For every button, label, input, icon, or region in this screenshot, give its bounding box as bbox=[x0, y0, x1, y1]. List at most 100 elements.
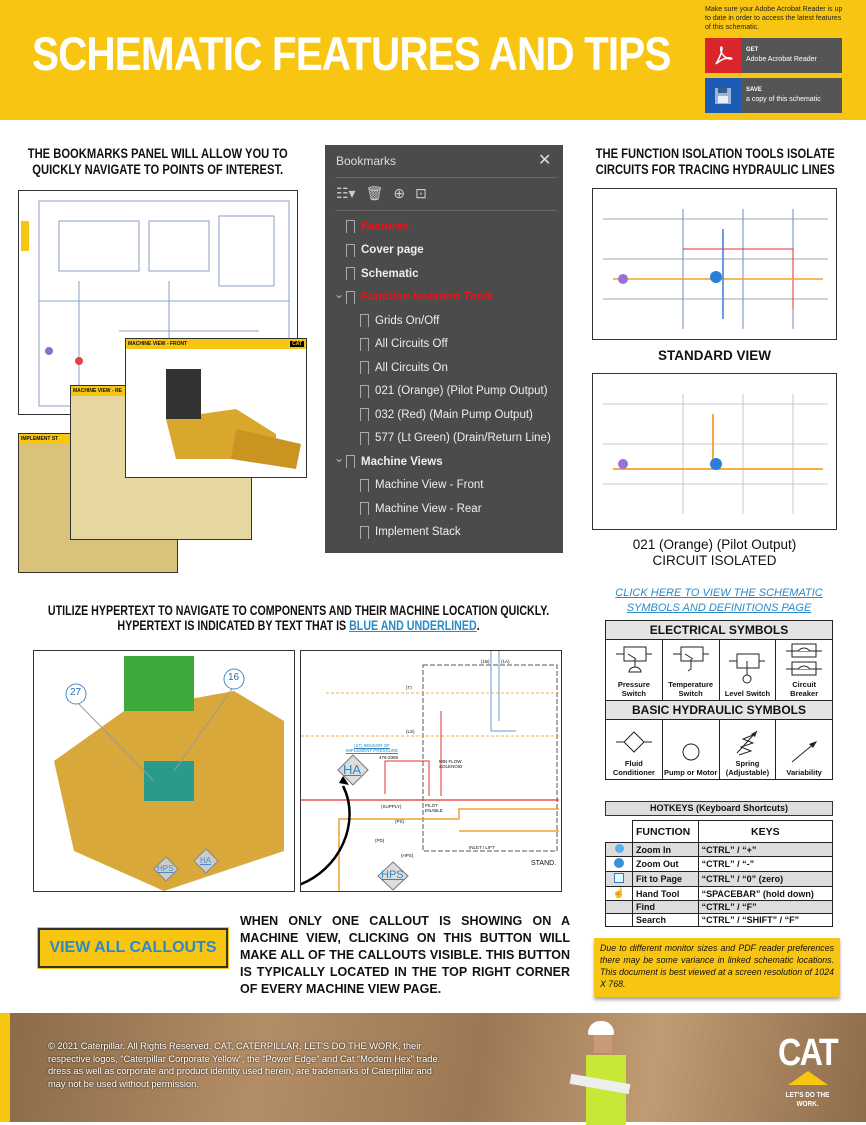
bookmark-icon bbox=[360, 431, 369, 445]
pilot-label: PILOT ENABLE bbox=[425, 803, 443, 813]
close-icon[interactable]: ✕ bbox=[538, 152, 552, 169]
adobe-pdf-icon bbox=[705, 38, 741, 73]
chevron-down-icon[interactable]: ⌄ bbox=[334, 286, 345, 301]
hotkey-keys: “SPACEBAR” (hold down) bbox=[697, 886, 834, 901]
symbol-spring-adjustable-icon bbox=[721, 727, 775, 759]
hotkey-function: Zoom In bbox=[632, 842, 699, 857]
bookmark-label: Cover page bbox=[361, 244, 424, 256]
delete-bookmark-icon[interactable]: 🗑 bbox=[365, 185, 384, 201]
acrobat-note: Make sure your Adobe Acrobat Reader is u… bbox=[705, 6, 843, 31]
blue-underlined-example-link[interactable]: BLUE AND UNDERLINED bbox=[349, 618, 477, 633]
bookmark-item[interactable]: Machine View - Front bbox=[360, 478, 483, 492]
hotkey-keys: “CTRL” / “SHIFT” / “F” bbox=[697, 913, 834, 927]
symbol-pressure-switchicon bbox=[607, 642, 661, 680]
bookmark-item[interactable]: Schematic bbox=[346, 267, 419, 280]
tag-hps[interactable]: HPS bbox=[157, 864, 174, 873]
bookmark-item[interactable]: 577 (Lt Green) (Drain/Return Line) bbox=[360, 431, 551, 445]
hydraulic-symbol-cell: Variability bbox=[775, 719, 833, 780]
bookmark-item[interactable]: ⌄Machine Views bbox=[334, 451, 443, 468]
electrical-symbol-cell: Pressure Switch bbox=[605, 639, 663, 701]
1a-label: (1A) bbox=[501, 659, 510, 664]
new-bookmark-icon[interactable]: ⊕ bbox=[393, 185, 406, 201]
bookmark-icon bbox=[360, 525, 369, 539]
bookmark-item[interactable]: All Circuits On bbox=[360, 361, 448, 374]
save-small: SAVE bbox=[746, 87, 762, 93]
bookmark-icon bbox=[360, 384, 369, 398]
part-number: 476-3369 bbox=[379, 755, 399, 760]
hotkey-keys: “CTRL” / “0” (zero) bbox=[697, 871, 834, 887]
blank-cell bbox=[605, 900, 633, 914]
hydraulic-symbols-title: BASIC HYDRAULIC SYMBOLS bbox=[605, 700, 833, 720]
heading-end: . bbox=[476, 618, 480, 633]
cat-tagline: LET'S DO THE WORK. bbox=[785, 1090, 830, 1108]
hydraulic-schematic-image: HA HPS (27) SENSOR OF IMPLEMENT PRESSURE… bbox=[300, 650, 562, 892]
callouts-description: WHEN ONLY ONE CALLOUT IS SHOWING ON A MA… bbox=[240, 914, 570, 996]
symbol-label: Pump or Motor bbox=[663, 768, 718, 777]
bookmark-item[interactable]: 021 (Orange) (Pilot Pump Output) bbox=[360, 384, 548, 398]
icon-header bbox=[605, 820, 633, 843]
1b-label: (1B) bbox=[481, 659, 490, 664]
ls-label: (LS) bbox=[406, 729, 415, 734]
view-all-callouts-button[interactable]: VIEW ALL CALLOUTS bbox=[37, 927, 229, 969]
bookmark-item[interactable]: 032 (Red) (Main Pump Output) bbox=[360, 408, 533, 421]
symbol-label: Variability bbox=[786, 768, 822, 777]
cat-logo: CAT LET'S DO THE WORK. bbox=[770, 1034, 845, 1108]
bookmark-item[interactable]: Implement Stack bbox=[360, 525, 461, 539]
bookmark-item[interactable]: Grids On/Off bbox=[360, 314, 439, 327]
bookmark-item[interactable]: ⌄Function Isolation Tools bbox=[334, 287, 493, 304]
hotkey-row: Zoom In“CTRL” / “+” bbox=[605, 842, 834, 857]
electrical-symbol-cell: Level Switch bbox=[718, 639, 777, 701]
bookmark-item[interactable]: Cover page bbox=[346, 243, 424, 257]
bookmark-item[interactable]: All Circuits Off bbox=[360, 337, 448, 351]
hotkey-function: Search bbox=[632, 913, 699, 927]
symbol-label: Temperature Switch bbox=[668, 680, 714, 698]
callout-16[interactable]: 16 bbox=[228, 672, 240, 683]
bookmark-icon bbox=[346, 220, 355, 233]
options-menu-icon[interactable]: ☷▾ bbox=[336, 185, 356, 201]
symbol-fluid-conditionericon bbox=[607, 727, 661, 759]
keys-header: KEYS bbox=[697, 820, 834, 843]
panel-divider bbox=[335, 210, 557, 211]
collage-label: MACHINE VIEW - FRONT bbox=[128, 341, 188, 347]
schematic-ha-link[interactable]: HA bbox=[343, 762, 362, 777]
bookmark-icon bbox=[360, 337, 369, 351]
bookmark-from-selection-icon[interactable]: ⊡ bbox=[415, 185, 427, 201]
hand-icon: ☝ bbox=[605, 886, 633, 901]
hydraulic-symbol-cell: Fluid Conditioner bbox=[605, 719, 663, 780]
schematic-hps-link[interactable]: HPS bbox=[381, 869, 404, 881]
bookmark-label: 021 (Orange) (Pilot Pump Output) bbox=[375, 385, 548, 397]
sensor-link[interactable]: (27) SENSOR OF IMPLEMENT PRESSURE bbox=[345, 743, 399, 753]
bookmarks-toolbar: ☷▾ 🗑 ⊕ ⊡ bbox=[336, 185, 427, 202]
bookmarks-title: Bookmarks bbox=[336, 154, 397, 168]
bookmark-icon bbox=[360, 408, 369, 421]
get-small: GET bbox=[746, 47, 759, 53]
bookmark-item[interactable]: Machine View - Rear bbox=[360, 502, 482, 515]
bookmark-icon bbox=[346, 290, 355, 304]
symbol-temperature-switchicon bbox=[664, 642, 718, 680]
hotkey-row: ☝Hand Tool“SPACEBAR” (hold down) bbox=[605, 886, 834, 901]
stand-label: STAND. bbox=[531, 860, 557, 867]
isolation-heading: THE FUNCTION ISOLATION TOOLS ISOLATE CIR… bbox=[595, 146, 835, 177]
callout-27[interactable]: 27 bbox=[70, 687, 82, 698]
bookmark-icon bbox=[360, 502, 369, 515]
bookmark-label: 577 (Lt Green) (Drain/Return Line) bbox=[375, 432, 551, 444]
bookmark-icon bbox=[360, 314, 369, 327]
symbols-page-link[interactable]: CLICK HERE TO VIEW THE SCHEMATIC SYMBOLS… bbox=[615, 587, 823, 614]
footer-banner: © 2021 Caterpillar. All Rights Reserved.… bbox=[0, 1013, 866, 1125]
bookmark-icon bbox=[346, 243, 355, 257]
isolated-caption: 021 (Orange) (Pilot Output)CIRCUIT ISOLA… bbox=[592, 537, 837, 569]
hydraulic-symbol-cell: Spring (Adjustable) bbox=[718, 719, 777, 780]
hypertext-heading: UTILIZE HYPERTEXT TO NAVIGATE TO COMPONE… bbox=[26, 603, 571, 633]
min-flow-label: MIN FLOW SOLENOID bbox=[439, 759, 463, 769]
bookmarks-heading: THE BOOKMARKS PANEL WILL ALLOW YOU TO QU… bbox=[27, 146, 288, 177]
chevron-down-icon[interactable]: ⌄ bbox=[334, 451, 345, 465]
yellow-edge bbox=[0, 1013, 10, 1122]
bookmark-label: Schematic bbox=[361, 267, 419, 280]
t-label: (T) bbox=[406, 685, 412, 690]
bookmark-item[interactable]: Features bbox=[346, 220, 409, 233]
tag-ha[interactable]: HA bbox=[200, 856, 212, 865]
